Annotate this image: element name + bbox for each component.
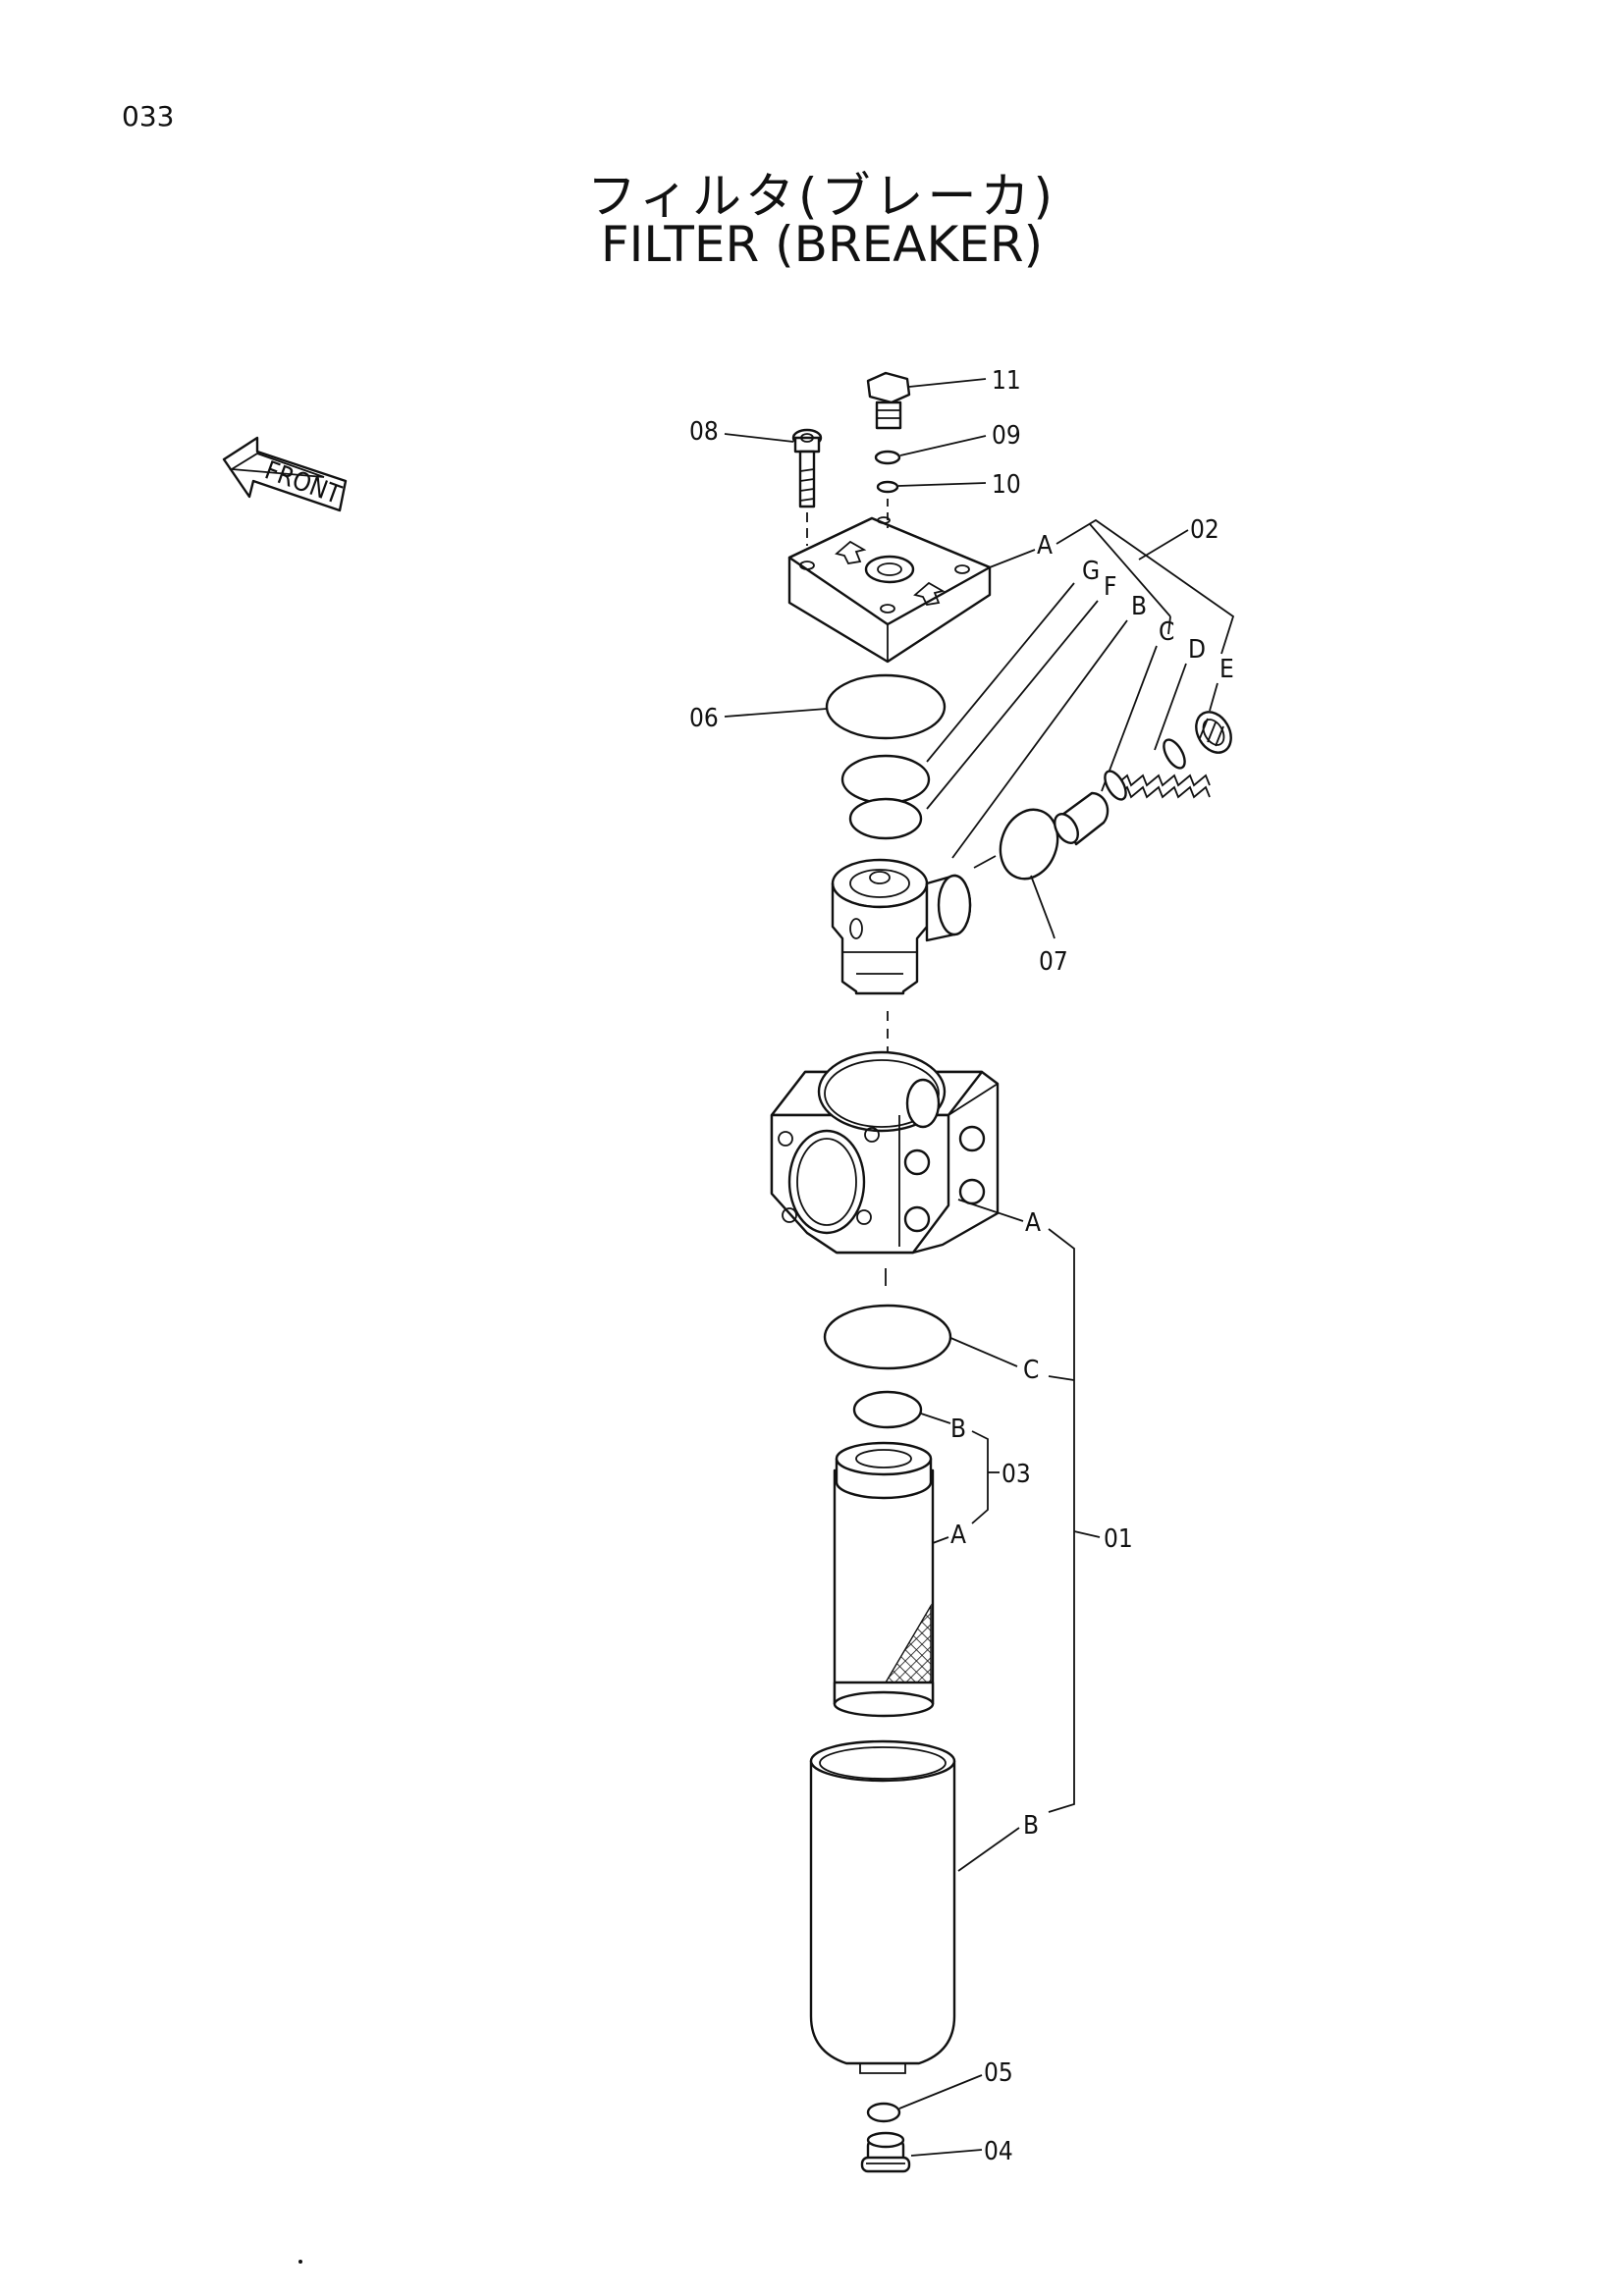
- o-ring-icon: [823, 1304, 952, 1370]
- sub-label-02-c: C: [1159, 617, 1174, 647]
- part-label-10: 10: [992, 470, 1021, 500]
- part-label-05: 05: [984, 2058, 1013, 2088]
- part-label-08: 08: [689, 417, 719, 447]
- title-english: FILTER (BREAKER): [600, 216, 1044, 273]
- part-label-02: 02: [1190, 515, 1219, 545]
- part-label-01: 01: [1104, 1524, 1133, 1554]
- cover-plate: [787, 516, 992, 664]
- title-japanese: フィルタ(ブレーカ): [586, 168, 1056, 225]
- part-label-11: 11: [992, 366, 1021, 396]
- o-ring-icon: [874, 450, 901, 465]
- sub-label-02-g: G: [1082, 557, 1100, 586]
- plug-icon: [860, 2131, 911, 2173]
- filter-element-icon: [833, 1441, 935, 1718]
- sub-label-03-a: A: [950, 1521, 966, 1550]
- o-ring-icon: [876, 480, 899, 494]
- filter-head: [770, 1050, 1000, 1255]
- front-arrow-icon: FRONT: [222, 436, 348, 512]
- sub-label-02-a: A: [1037, 531, 1053, 561]
- o-ring-icon: [825, 673, 947, 740]
- part-label-03: 03: [1001, 1460, 1031, 1489]
- sub-label-01-a: A: [1025, 1208, 1041, 1238]
- part-label-04: 04: [984, 2137, 1013, 2166]
- part-label-06: 06: [689, 704, 719, 733]
- o-ring-icon: [866, 2102, 901, 2123]
- sub-label-01-c: C: [1023, 1356, 1039, 1385]
- sub-label-02-b: B: [1131, 592, 1147, 621]
- spring-icon: [1195, 711, 1232, 754]
- filter-bowl: [809, 1739, 956, 2074]
- sub-label-02-d: D: [1188, 635, 1206, 665]
- sub-label-02-f: F: [1104, 572, 1116, 602]
- o-ring-icon: [852, 1390, 923, 1429]
- callout-tree-01: A 01 C B: [947, 1199, 1133, 1872]
- part-label-07: 07: [1039, 947, 1068, 977]
- part-label-09: 09: [992, 421, 1021, 451]
- spring-icon: [1104, 738, 1211, 801]
- callout-tree-03: B 03 A: [920, 1413, 1031, 1550]
- callout-tree-02: A 02 G F B C D E: [926, 515, 1235, 859]
- sub-label-01-b: B: [1023, 1811, 1039, 1841]
- plug-icon: [866, 371, 911, 430]
- front-arrow-label: FRONT: [261, 455, 346, 510]
- breaker-valve: [831, 858, 972, 995]
- page-number: 033: [122, 100, 175, 133]
- poppet: [1054, 791, 1110, 846]
- sub-label-03-b: B: [950, 1415, 966, 1444]
- bolt-icon: [791, 428, 823, 508]
- o-ring-icon: [999, 808, 1059, 881]
- sub-label-02-e: E: [1219, 655, 1234, 684]
